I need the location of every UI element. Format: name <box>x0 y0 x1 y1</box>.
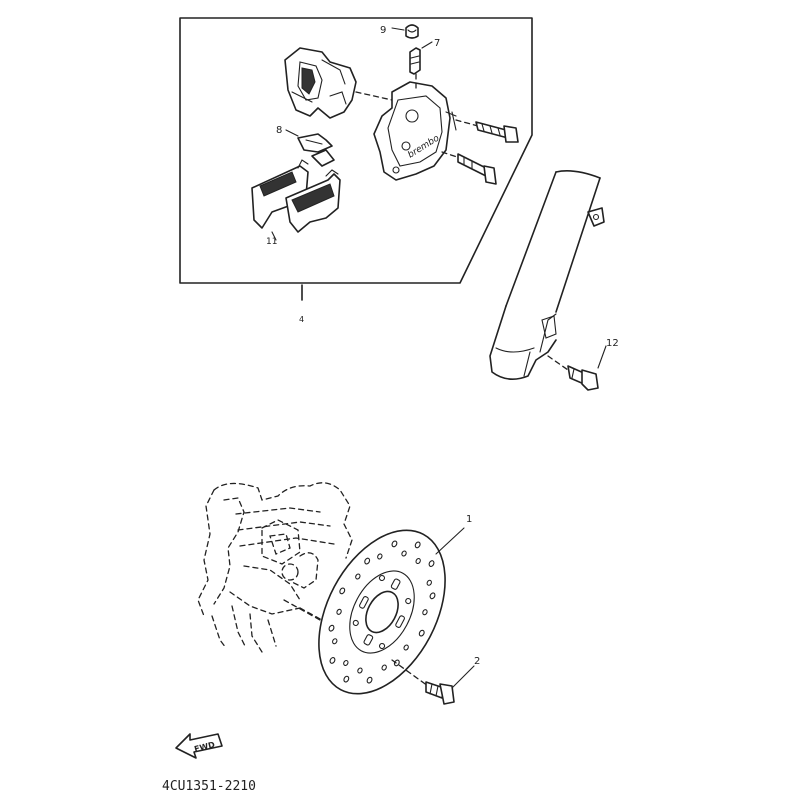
brake-disc-1 <box>318 527 465 695</box>
front-fork-leg <box>489 170 605 380</box>
bleed-cap-9 <box>391 24 419 39</box>
pad-spring-8 <box>285 129 335 167</box>
caliper-assembly-boundary <box>179 17 533 301</box>
caliper-body: brembo <box>355 81 457 181</box>
disc-bolt-2 <box>391 659 475 705</box>
caliper-bolt-upper <box>455 119 519 143</box>
caliper-bracket <box>284 47 357 119</box>
callout-2: 2 <box>474 656 480 667</box>
forward-direction-arrow: FWD <box>175 733 223 759</box>
drawing-code: 4CU1351-2210 <box>162 779 256 794</box>
callout-12: 12 <box>606 338 619 349</box>
callout-11: 11 <box>266 237 277 247</box>
caliper-bolt-lower <box>441 151 497 185</box>
callout-8: 8 <box>276 125 282 136</box>
fwd-label: FWD <box>193 740 216 754</box>
callout-4: 4 <box>299 315 304 324</box>
bleed-screw-7 <box>409 41 433 91</box>
pinch-bolt-12 <box>567 345 607 391</box>
callout-1: 1 <box>466 514 472 525</box>
brake-pads-11 <box>251 159 341 241</box>
callout-7: 7 <box>434 38 440 49</box>
callout-9: 9 <box>380 25 386 36</box>
